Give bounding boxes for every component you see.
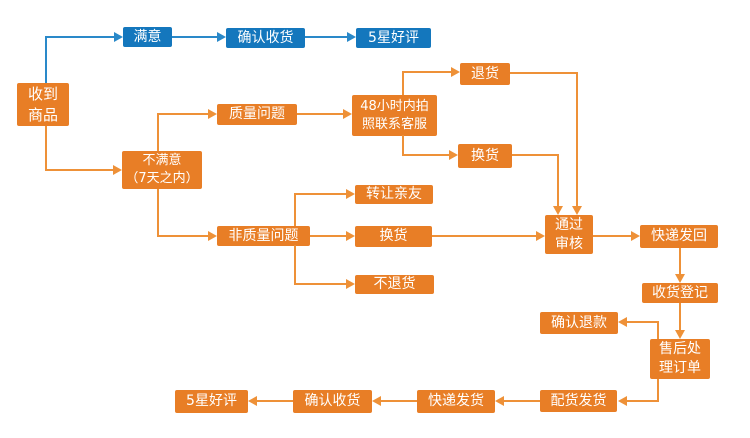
- node-satisfied: 满意: [123, 27, 172, 47]
- node-transfer-to-friends: 转让亲友: [355, 185, 433, 204]
- connector-48h-up: [402, 71, 404, 95]
- node-non-quality-issue: 非质量问题: [217, 226, 310, 246]
- connector-aftersales-down: [657, 379, 659, 402]
- arrowhead-to-satisfied: [114, 32, 123, 42]
- arrowhead-to-confirm-bottom: [372, 396, 381, 406]
- arrowhead-to-non-quality: [208, 231, 217, 241]
- connector-to-no-return: [294, 283, 346, 285]
- arrowhead-to-transfer: [346, 189, 355, 199]
- connector-nonquality-down: [294, 245, 296, 285]
- connector-to-quality-issue: [157, 113, 208, 115]
- connector-to-transfer: [294, 193, 346, 195]
- arrowhead-to-exchange-2: [346, 231, 355, 241]
- node-exchange-2: 换货: [355, 226, 432, 247]
- node-48h-contact-service: 48小时内拍 照联系客服: [352, 95, 437, 136]
- connector-unsatisfied-up: [157, 113, 159, 151]
- connector-to-exchange-1: [402, 154, 449, 156]
- connector-sendback-down: [679, 248, 681, 274]
- arrowhead-to-aftersales: [675, 330, 685, 339]
- connector-unsatisfied-down: [157, 189, 159, 237]
- node-confirm-receipt-top: 确认收货: [226, 28, 305, 48]
- node-unsatisfied: 不满意 （7天之内）: [122, 151, 202, 189]
- node-courier-delivery: 快递发货: [417, 390, 495, 413]
- connector-exchange1-down: [557, 154, 559, 206]
- connector-delivery-to-confirm: [381, 400, 417, 402]
- connector-to-refund: [627, 321, 659, 323]
- arrowhead-to-48h: [343, 109, 352, 119]
- connector-return-down: [576, 72, 578, 206]
- connector-to-return-goods: [402, 71, 451, 73]
- connector-received-to-satisfied: [45, 36, 114, 38]
- arrowhead-to-sendback: [631, 231, 640, 241]
- connector-received-up: [45, 36, 47, 83]
- connector-dispatch-to-delivery: [504, 400, 540, 402]
- connector-48h-down: [402, 135, 404, 156]
- node-pass-review: 通过 审核: [545, 215, 593, 254]
- arrowhead-to-refund: [618, 317, 627, 327]
- node-no-return: 不退货: [355, 275, 434, 294]
- arrowhead-to-dispatch: [618, 396, 627, 406]
- connector-exchange2-to-review: [432, 235, 536, 237]
- arrowhead-to-confirm-top: [217, 32, 226, 42]
- node-received: 收到 商品: [17, 83, 69, 126]
- node-return-goods: 退货: [460, 63, 510, 85]
- node-confirm-refund: 确认退款: [540, 312, 618, 334]
- arrowhead-to-quality-issue: [208, 109, 217, 119]
- connector-satisfied-to-confirm: [172, 36, 217, 38]
- connector-registration-down: [679, 303, 681, 330]
- node-quality-issue: 质量问题: [217, 104, 297, 125]
- arrowhead-to-exchange-1: [449, 150, 458, 160]
- connector-return-right: [510, 72, 578, 74]
- connector-to-non-quality: [157, 235, 208, 237]
- arrowhead-to-review-left: [536, 231, 545, 241]
- node-five-star-bottom: 5星好评: [175, 390, 248, 413]
- connector-review-to-sendback: [593, 235, 631, 237]
- node-dispatch-goods: 配货发货: [540, 390, 617, 412]
- connector-to-exchange-2: [310, 235, 346, 237]
- arrowhead-to-unsatisfied: [113, 165, 122, 175]
- node-receipt-registration: 收货登记: [642, 283, 718, 303]
- node-aftersales-order-processing: 售后处 理订单: [650, 339, 710, 379]
- connector-confirm-to-five-star: [305, 36, 347, 38]
- arrowhead-return-to-review: [572, 206, 582, 215]
- connector-received-down: [45, 126, 47, 171]
- node-exchange-1: 换货: [458, 144, 512, 168]
- arrowhead-exchange1-to-review: [553, 206, 563, 215]
- connector-quality-to-48h: [297, 113, 343, 115]
- connector-received-to-unsatisfied: [45, 169, 113, 171]
- node-courier-send-back: 快递发回: [640, 225, 718, 248]
- arrowhead-to-five-star-bottom: [248, 396, 257, 406]
- connector-confirm-to-fivestar: [257, 400, 293, 402]
- arrowhead-to-no-return: [346, 279, 355, 289]
- arrowhead-to-five-star-top: [347, 32, 356, 42]
- arrowhead-to-registration: [675, 274, 685, 283]
- arrowhead-to-delivery: [495, 396, 504, 406]
- connector-nonquality-up: [294, 193, 296, 226]
- arrowhead-to-return-goods: [451, 67, 460, 77]
- node-confirm-receipt-bottom: 确认收货: [293, 390, 372, 413]
- connector-exchange1-right: [512, 154, 559, 156]
- node-five-star-top: 5星好评: [356, 28, 431, 48]
- connector-aftersales-up: [657, 321, 659, 339]
- connector-to-dispatch: [627, 400, 659, 402]
